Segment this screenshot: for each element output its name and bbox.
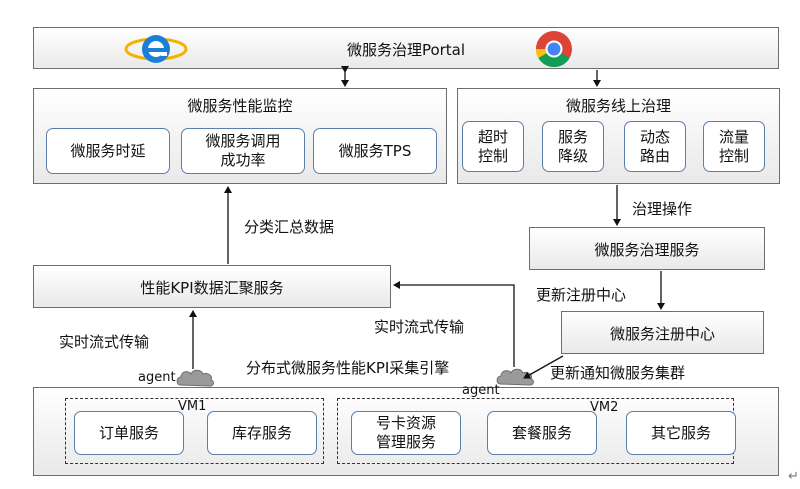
tps-item: 微服务TPS <box>313 128 437 174</box>
service-degrade-label: 服务 降级 <box>557 127 588 165</box>
agent-left-icon <box>176 369 214 387</box>
portal-bar: 微服务治理Portal <box>33 27 779 69</box>
internet-explorer-icon <box>124 35 188 63</box>
registry-center-box: 微服务注册中心 <box>561 311 764 354</box>
package-service-item: 套餐服务 <box>487 411 597 455</box>
governance-ops-label: 治理操作 <box>632 200 693 218</box>
classify-summary-label: 分类汇总数据 <box>244 218 335 236</box>
notify-cluster-arrow <box>523 355 564 379</box>
portal-title: 微服务治理Portal <box>346 41 466 59</box>
card-resource-service-label: 号卡资源 管理服务 <box>375 414 436 451</box>
realtime-left-label: 实时流式传输 <box>59 333 150 351</box>
traffic-control-item: 流量 控制 <box>703 121 765 172</box>
dynamic-routing-label: 动态 路由 <box>639 127 670 165</box>
other-service-item: 其它服务 <box>626 411 736 455</box>
order-service-item: 订单服务 <box>74 411 184 455</box>
call-success-rate-item: 微服务调用 成功率 <box>181 128 305 174</box>
vm2-label: VM2 <box>590 400 619 415</box>
corner-mark: ↵ <box>788 469 799 484</box>
vm1-label: VM1 <box>178 399 207 414</box>
governance-service-label: 微服务治理服务 <box>594 241 700 259</box>
timeout-control-item: 超时 控制 <box>462 121 524 172</box>
governance-service-box: 微服务治理服务 <box>529 227 765 270</box>
agent-left-label: agent <box>138 370 176 385</box>
service-degrade-item: 服务 降级 <box>542 121 604 172</box>
update-registry-label: 更新注册中心 <box>536 286 627 304</box>
online-governance-title: 微服务线上治理 <box>565 97 671 115</box>
realtime-right-arrow <box>393 281 515 367</box>
timeout-control-label: 超时 控制 <box>477 127 508 165</box>
agent-right-label: agent <box>462 383 500 398</box>
inventory-service-item: 库存服务 <box>207 411 317 455</box>
update-notify-label: 更新通知微服务集群 <box>550 364 686 382</box>
chrome-icon <box>536 31 572 68</box>
call-success-rate-label: 微服务调用 成功率 <box>205 132 281 169</box>
kpi-engine-label: 分布式微服务性能KPI采集引擎 <box>246 359 450 377</box>
kpi-aggregation-box: 性能KPI数据汇聚服务 <box>33 265 391 308</box>
kpi-aggregation-label: 性能KPI数据汇聚服务 <box>140 279 284 297</box>
realtime-right-label: 实时流式传输 <box>374 318 465 336</box>
dynamic-routing-item: 动态 路由 <box>624 121 686 172</box>
performance-monitor-title: 微服务性能监控 <box>187 97 293 115</box>
traffic-control-label: 流量 控制 <box>718 127 749 165</box>
vm1-container <box>65 398 324 464</box>
registry-center-label: 微服务注册中心 <box>609 325 715 343</box>
latency-item: 微服务时延 <box>46 128 170 174</box>
card-resource-service-item: 号卡资源 管理服务 <box>351 411 461 455</box>
